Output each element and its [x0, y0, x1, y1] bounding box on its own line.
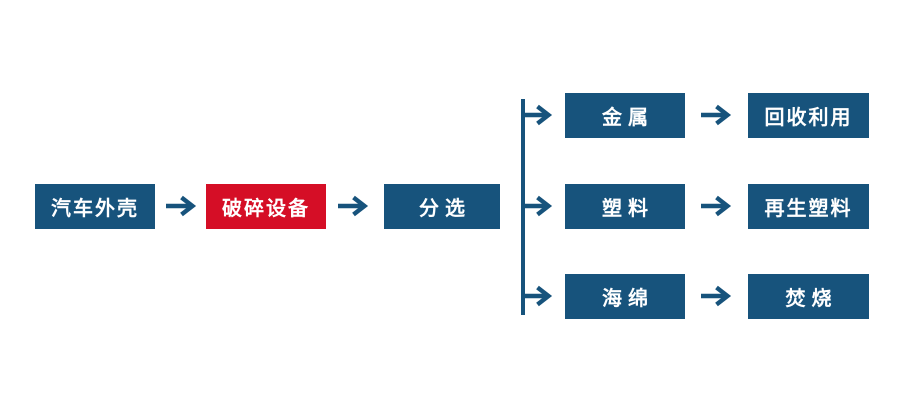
node-crushing-equipment: 破碎设备 [206, 184, 326, 229]
node-plastic: 塑料 [565, 184, 685, 229]
right-arrow-icon [701, 195, 732, 217]
branch-arrow-icon [522, 195, 553, 217]
node-incineration: 焚烧 [748, 274, 869, 319]
branch-arrow-icon [522, 104, 553, 126]
node-metal: 金属 [565, 93, 685, 138]
node-sorting: 分选 [384, 184, 500, 229]
branch-arrow-icon [522, 285, 553, 307]
right-arrow-icon [338, 195, 369, 217]
right-arrow-icon [701, 285, 732, 307]
node-recycled-plastic: 再生塑料 [748, 184, 869, 229]
node-sponge: 海绵 [565, 274, 685, 319]
node-recycling: 回收利用 [748, 93, 869, 138]
right-arrow-icon [701, 104, 732, 126]
right-arrow-icon [166, 195, 197, 217]
node-car-shell: 汽车外壳 [35, 184, 155, 229]
